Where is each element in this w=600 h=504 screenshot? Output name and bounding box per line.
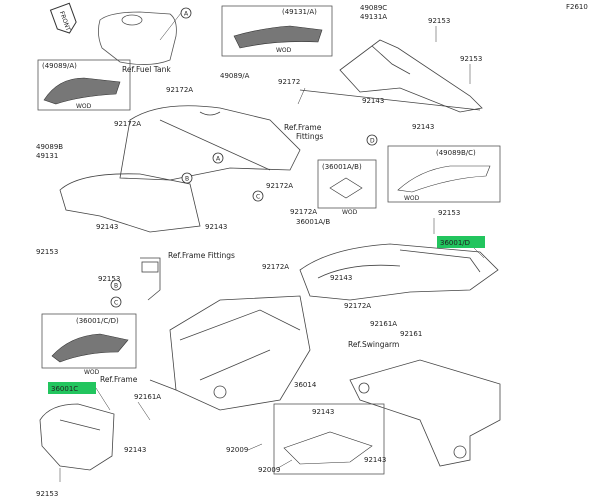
- svg-text:D: D: [370, 138, 375, 145]
- box-36001ab: (36001A/B) WOD: [317, 159, 377, 216]
- ref-frame-fittings-2: Ref.Frame Fittings: [168, 251, 235, 260]
- svg-text:C: C: [256, 194, 260, 201]
- callout-a-2: A: [212, 152, 224, 164]
- label-92172-a: 92172: [278, 78, 300, 86]
- part-36001-cover: [299, 243, 499, 301]
- label-49089c: 49089C: [360, 4, 387, 12]
- label-36014: 36014: [294, 381, 317, 389]
- svg-text:B: B: [114, 283, 118, 290]
- leader-lines: [59, 12, 485, 482]
- label-92143-b: 92143: [412, 123, 434, 131]
- box-49131a: (49131/A) WOD: [221, 5, 333, 57]
- svg-text:FRONT: FRONT: [58, 10, 72, 32]
- svg-text:(49131/A): (49131/A): [282, 8, 317, 16]
- label-92153-d: 92153: [98, 275, 120, 283]
- label-92153-c: 92153: [36, 248, 58, 256]
- box-36001cd: (36001/C/D) WOD: [41, 313, 137, 376]
- svg-text:A: A: [184, 11, 189, 18]
- callout-d-1: D: [366, 134, 378, 146]
- callout-c-2: C: [110, 296, 122, 308]
- label-92143-e: 92143: [330, 274, 352, 282]
- ref-frame-fittings-1b: Fittings: [296, 132, 323, 141]
- label-92161a: 92161A: [370, 320, 397, 328]
- frame-sketch: [149, 295, 311, 411]
- label-92009-b: 92009: [258, 466, 280, 474]
- label-92172a-a: 92172A: [166, 86, 193, 94]
- box-49089bc: (49089B/C) WOD: [387, 145, 501, 203]
- label-92143-g: 92143: [312, 408, 334, 416]
- swingarm-sketch: [349, 359, 501, 467]
- label-92143-h: 92143: [364, 456, 386, 464]
- label-92143-f: 92143: [124, 446, 146, 454]
- label-49089a: 49089/A: [220, 72, 250, 80]
- ref-frame-fittings-1: Ref.Frame: [284, 123, 322, 132]
- box-lower-center: [273, 403, 385, 475]
- svg-text:WOD: WOD: [76, 103, 92, 110]
- label-92172a-b: 92172A: [114, 120, 141, 128]
- label-92161a-b: 92161A: [134, 393, 161, 401]
- label-92153-b: 92153: [460, 55, 482, 63]
- label-92009-a: 92009: [226, 446, 248, 454]
- label-92172a-f: 92172A: [344, 302, 371, 310]
- label-92172a-c: 92172A: [266, 182, 293, 190]
- callout-b-1: B: [181, 172, 193, 184]
- label-92153-a: 92153: [428, 17, 450, 25]
- svg-text:(49089/A): (49089/A): [42, 62, 77, 70]
- front-arrow-icon: FRONT: [49, 2, 77, 34]
- label-92172a-e: 92172A: [262, 263, 289, 271]
- svg-text:36001C: 36001C: [51, 385, 78, 393]
- label-49089b: 49089B: [36, 143, 63, 151]
- part-36001c-cover: [39, 403, 115, 471]
- ref-swingarm: Ref.Swingarm: [348, 340, 399, 349]
- label-92143-c: 92143: [96, 223, 118, 231]
- label-92143-a: 92143: [362, 97, 384, 105]
- label-92143-d: 92143: [205, 223, 227, 231]
- fuel-tank-sketch: [98, 11, 177, 65]
- label-92153-f: 92153: [36, 490, 58, 498]
- callout-b-2: B: [110, 279, 122, 291]
- highlight-36001d: 36001/D: [437, 236, 485, 248]
- svg-text:WOD: WOD: [404, 195, 420, 202]
- label-36001ab: 36001A/B: [296, 218, 330, 226]
- svg-text:(36001/C/D): (36001/C/D): [76, 317, 119, 325]
- svg-text:WOD: WOD: [342, 209, 358, 216]
- box-49089a: (49089/A) WOD: [37, 59, 131, 111]
- label-49131: 49131: [36, 152, 58, 160]
- svg-text:C: C: [114, 300, 118, 307]
- svg-text:(36001A/B): (36001A/B): [322, 163, 362, 171]
- svg-text:WOD: WOD: [84, 369, 100, 376]
- highlight-36001c: 36001C: [48, 382, 96, 394]
- bracket-sketch: [140, 257, 161, 301]
- svg-text:B: B: [185, 176, 189, 183]
- ref-fuel-tank: Ref.Fuel Tank: [122, 65, 171, 74]
- svg-text:36001/D: 36001/D: [440, 239, 470, 247]
- label-92153-e: 92153: [438, 209, 460, 217]
- label-49131a: 49131A: [360, 13, 387, 21]
- svg-text:A: A: [216, 156, 221, 163]
- label-92172a-d: 92172A: [290, 208, 317, 216]
- page-code: F2610: [566, 3, 588, 11]
- label-92161: 92161: [400, 330, 422, 338]
- callout-a-1: A: [180, 7, 192, 19]
- part-side-cover-left: [59, 105, 301, 233]
- svg-text:(49089B/C): (49089B/C): [436, 149, 476, 157]
- ref-frame: Ref.Frame: [100, 375, 138, 384]
- callout-c-1: C: [252, 190, 264, 202]
- svg-text:WOD: WOD: [276, 47, 292, 54]
- part-49131a-upper: [299, 39, 483, 113]
